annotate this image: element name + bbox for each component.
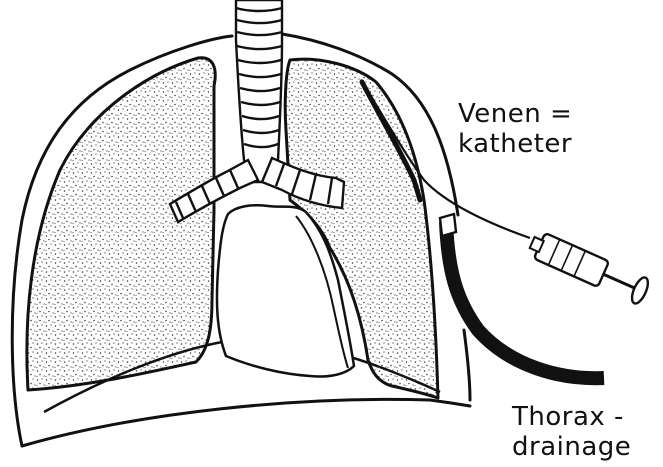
venous-catheter-label-line1: Venen =: [458, 99, 572, 129]
syringe-icon: [526, 230, 651, 306]
chest-drainage-label-line2: drainage: [512, 432, 631, 462]
chest-drainage-label-line1: Thorax -: [512, 402, 631, 432]
chest-drainage-label: Thorax - drainage: [512, 402, 631, 462]
trachea: [236, 0, 282, 182]
venous-catheter-label-line2: katheter: [458, 129, 572, 159]
chest-drainage-tube: [446, 222, 604, 378]
right-lung: [27, 58, 215, 390]
chest-drainage-tip: [440, 214, 456, 236]
venous-catheter-label: Venen = katheter: [458, 99, 572, 159]
